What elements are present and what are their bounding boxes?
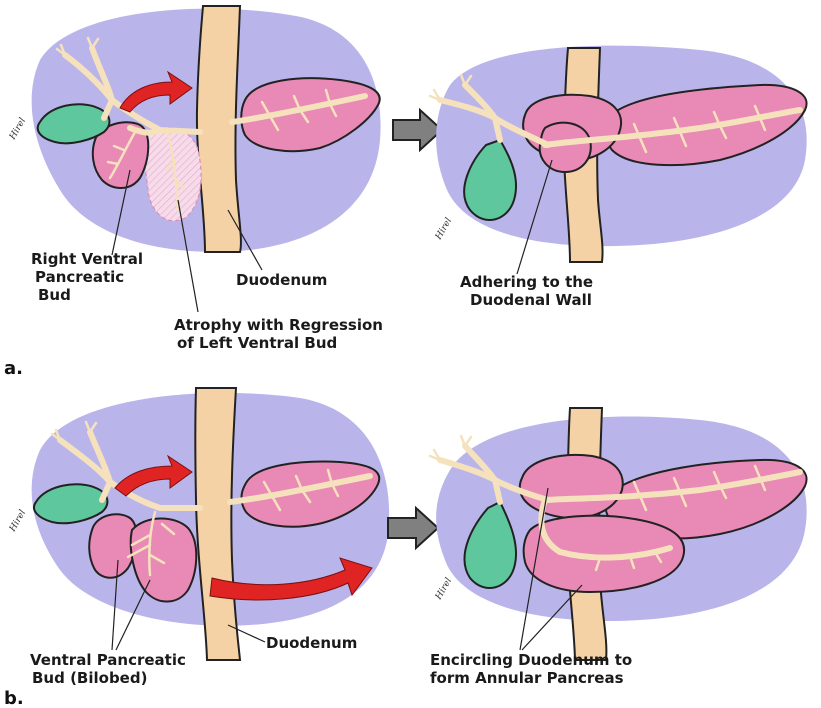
- duct-branch: [260, 88, 338, 132]
- signature: Hirel: [433, 576, 454, 602]
- bile-duct-tree: [437, 443, 551, 505]
- dorsal-pancreatic-duct: [229, 93, 368, 125]
- dorsal-pancreatic-duct: [227, 473, 373, 505]
- leader-ventral-bud-left: [111, 559, 119, 651]
- leader-encircling-top: [519, 487, 549, 651]
- leader-encircling-bottom: [521, 584, 583, 651]
- bilobed-ventral-bud-left-lobe: [88, 513, 138, 579]
- duct-branch: [262, 468, 340, 512]
- bile-duct-tree: [437, 82, 551, 148]
- duodenum: [195, 5, 242, 253]
- ventral-bud-duct: [106, 130, 137, 180]
- rotation-arrow: [119, 70, 193, 113]
- panel-b-stage-initial: Hirel: [7, 387, 390, 661]
- leader-ventral-bud-right: [115, 579, 151, 651]
- signature: Hirel: [7, 116, 28, 142]
- atrophied-bud-duct: [165, 133, 186, 212]
- panel-label-b: b.: [4, 688, 24, 708]
- label-ventral-bud: Ventral Pancreatic Bud (Bilobed): [30, 651, 191, 687]
- panel-a-stage-initial: Hirel: [7, 5, 381, 253]
- gallbladder: [463, 500, 518, 589]
- bile-duct-tips: [55, 36, 100, 57]
- right-ventral-pancreatic-bud: [91, 121, 150, 189]
- label-duodenum-b: Duodenum: [266, 634, 357, 652]
- bile-duct-tree: [57, 429, 203, 511]
- panel-a: Hirel Hirel Right Ventral Pancreatic Bud: [4, 5, 808, 379]
- bile-duct-tips: [50, 420, 98, 442]
- annular-duct: [538, 497, 673, 561]
- lower-rotation-arrow: [209, 557, 373, 601]
- signature: Hirel: [433, 216, 454, 242]
- label-encircling: Encircling Duodenum to form Annular Panc…: [430, 651, 637, 687]
- label-duodenum-a: Duodenum: [236, 271, 327, 289]
- transition-arrow: [387, 505, 440, 551]
- leader-duodenum-b: [227, 624, 266, 643]
- duct-branch: [594, 464, 767, 572]
- signature: Hirel: [7, 508, 28, 534]
- panel-b-labels: Ventral Pancreatic Bud (Bilobed) Duodenu…: [4, 487, 637, 708]
- bilobed-ventral-bud-right-lobe: [129, 517, 198, 603]
- upper-rotation-arrow: [114, 454, 193, 497]
- pancreatic-duct: [542, 469, 803, 503]
- atrophied-left-ventral-bud: [143, 126, 202, 222]
- transition-arrow: [392, 107, 444, 153]
- pancreas-head: [518, 454, 624, 520]
- gallbladder: [463, 138, 518, 221]
- gallbladder: [36, 103, 111, 145]
- leader-adhering: [516, 159, 553, 275]
- dorsal-pancreas: [240, 77, 381, 153]
- label-adhering: Adhering to the Duodenal Wall: [460, 273, 598, 309]
- leader-duodenum-a: [227, 209, 263, 271]
- label-atrophy: Atrophy with Regression of Left Ventral …: [174, 316, 388, 352]
- label-right-ventral-bud: Right Ventral Pancreatic Bud: [31, 250, 148, 304]
- panel-a-stage-final: Hirel: [428, 45, 808, 263]
- leader-right-ventral-bud: [111, 169, 131, 256]
- leader-atrophy: [177, 199, 199, 313]
- duct-branch: [632, 104, 767, 154]
- panel-a-labels: Right Ventral Pancreatic Bud Duodenum At…: [4, 159, 598, 379]
- gallbladder: [33, 483, 109, 525]
- bile-duct-tips: [428, 434, 473, 462]
- bile-duct-tree: [62, 45, 203, 136]
- panel-b-stage-final: Hirel: [428, 407, 808, 661]
- annular-pancreas-ring: [522, 514, 685, 594]
- panel-b: Hirel Hirel Ventral Pancreatic Bud (Bilo…: [4, 387, 808, 708]
- dorsal-pancreas: [240, 460, 381, 528]
- panel-label-a: a.: [4, 358, 23, 379]
- pancreatic-duct: [542, 107, 803, 148]
- ventral-bud-duct: [126, 510, 176, 577]
- bile-duct-tips: [428, 73, 473, 102]
